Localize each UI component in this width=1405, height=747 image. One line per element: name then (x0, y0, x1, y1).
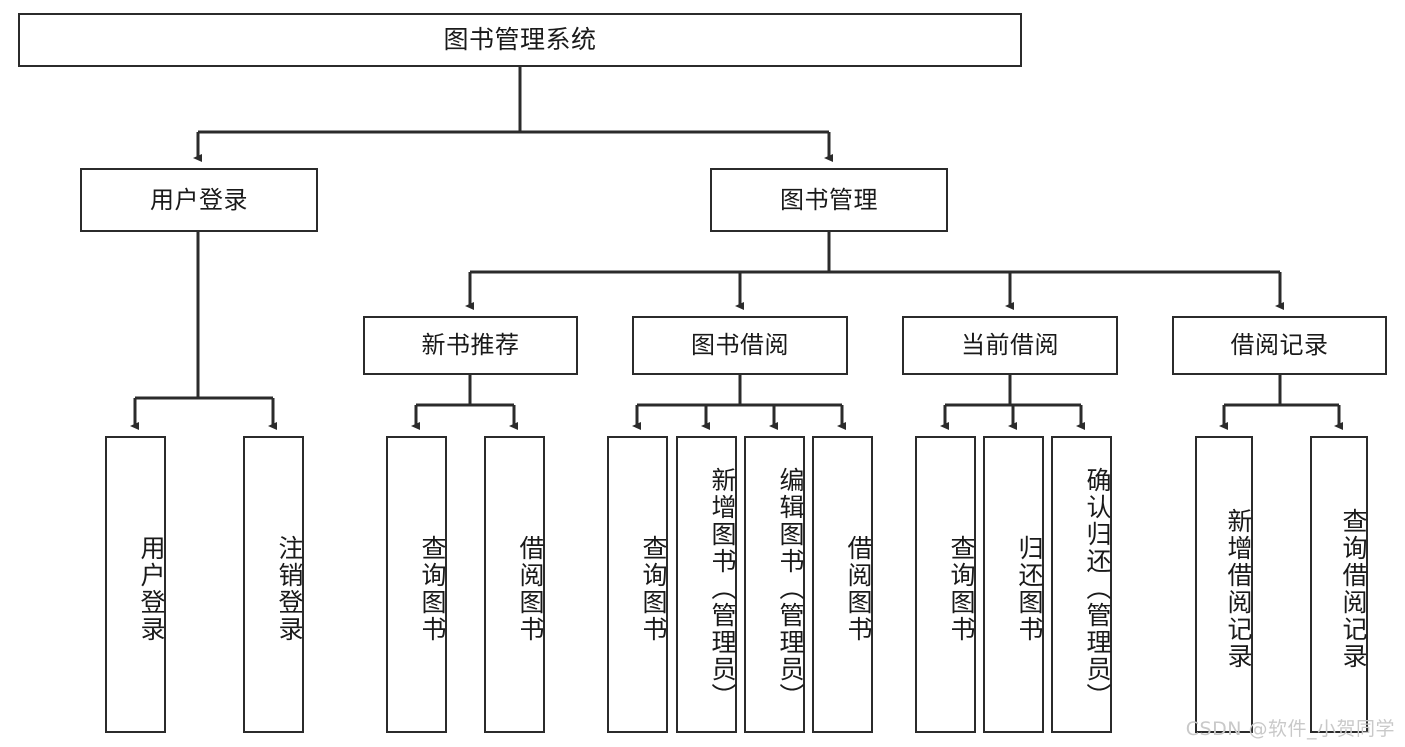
leaf-user-logout[interactable]: 注销登录 (243, 436, 304, 733)
leaf-query-book-2-label: 查询图书 (639, 534, 668, 643)
leaf-edit-book[interactable]: 编辑图书（管理员） (744, 436, 805, 733)
edge-group-new-book-recommend (411, 375, 518, 430)
edge-group-current-borrow (940, 375, 1085, 430)
leaf-return-book[interactable]: 归还图书 (983, 436, 1044, 733)
node-book-borrow[interactable]: 图书借阅 (632, 316, 848, 375)
leaf-borrow-book-2-label: 借阅图书 (844, 534, 873, 643)
csdn-watermark: CSDN @软件_小贺同学 (1185, 718, 1395, 740)
node-user-login-label: 用户登录 (150, 185, 248, 214)
node-new-book-recommend-label: 新书推荐 (421, 331, 520, 360)
leaf-confirm-return-label: 确认归还（管理员） (1083, 467, 1112, 710)
leaf-query-book-2[interactable]: 查询图书 (607, 436, 668, 733)
leaf-query-book-1-label: 查询图书 (418, 534, 447, 643)
leaf-add-record[interactable]: 新增借阅记录 (1195, 436, 1253, 733)
leaf-query-record[interactable]: 查询借阅记录 (1310, 436, 1368, 733)
edge-group-book-manage (465, 232, 1284, 310)
node-book-manage-label: 图书管理 (780, 185, 878, 214)
leaf-borrow-book-1[interactable]: 借阅图书 (484, 436, 545, 733)
edge-group-book-borrow (632, 375, 846, 430)
node-root[interactable]: 图书管理系统 (18, 13, 1022, 67)
node-user-login[interactable]: 用户登录 (80, 168, 318, 232)
leaf-user-login[interactable]: 用户登录 (105, 436, 166, 733)
node-current-borrow-label: 当前借阅 (961, 331, 1059, 360)
leaf-borrow-book-1-label: 借阅图书 (516, 534, 545, 643)
leaf-query-book-3[interactable]: 查询图书 (915, 436, 976, 733)
leaf-borrow-book-2[interactable]: 借阅图书 (812, 436, 873, 733)
leaf-return-book-label: 归还图书 (1015, 534, 1044, 643)
node-new-book-recommend[interactable]: 新书推荐 (363, 316, 578, 375)
leaf-add-book-label: 新增图书（管理员） (708, 467, 737, 710)
leaf-confirm-return[interactable]: 确认归还（管理员） (1051, 436, 1112, 733)
leaf-query-book-1[interactable]: 查询图书 (386, 436, 447, 733)
node-book-borrow-label: 图书借阅 (691, 331, 789, 360)
leaf-edit-book-label: 编辑图书（管理员） (776, 467, 805, 710)
node-current-borrow[interactable]: 当前借阅 (902, 316, 1118, 375)
node-borrow-record-label: 借阅记录 (1230, 331, 1329, 360)
edge-group-root (193, 67, 833, 162)
leaf-query-book-3-label: 查询图书 (947, 534, 976, 643)
leaf-add-book[interactable]: 新增图书（管理员） (676, 436, 737, 733)
edge-group-borrow-record (1219, 375, 1343, 430)
leaf-user-logout-label: 注销登录 (275, 534, 304, 643)
leaf-query-record-label: 查询借阅记录 (1339, 507, 1368, 670)
leaf-user-login-label: 用户登录 (137, 534, 166, 643)
node-borrow-record[interactable]: 借阅记录 (1172, 316, 1387, 375)
leaf-add-record-label: 新增借阅记录 (1224, 507, 1253, 670)
edge-group-user-login (130, 232, 277, 430)
node-book-manage[interactable]: 图书管理 (710, 168, 948, 232)
node-root-label: 图书管理系统 (443, 25, 597, 54)
